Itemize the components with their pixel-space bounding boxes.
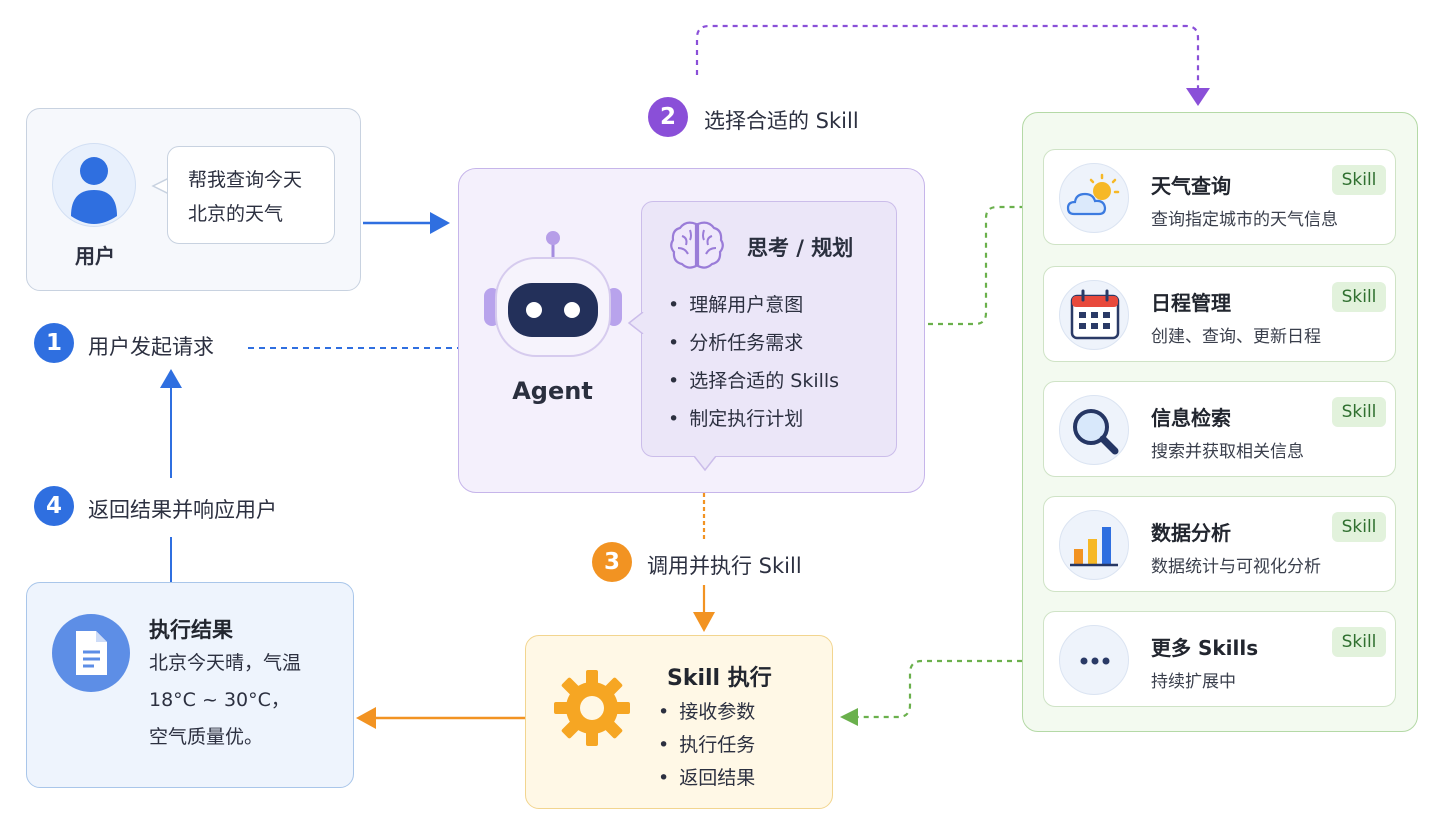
skill-badge: Skill [1332, 165, 1386, 195]
think-item: 制定执行计划 [668, 404, 839, 442]
agent-to-exec-arrow [693, 472, 715, 632]
step-3-badge: 3 [592, 542, 632, 582]
execution-list: 接收参数 执行任务 返回结果 [658, 698, 755, 797]
result-line: 北京今天晴，气温 [149, 652, 302, 674]
skill-name: 日程管理 [1151, 291, 1231, 315]
think-item: 理解用户意图 [668, 290, 839, 328]
execution-item: 执行任务 [658, 731, 755, 764]
think-box-tail [627, 312, 644, 334]
skill-card-more[interactable]: 更多 Skills 持续扩展中 Skill [1043, 611, 1396, 707]
step-2-text: 选择合适的 Skill [704, 109, 859, 133]
skill-desc: 查询指定城市的天气信息 [1151, 210, 1338, 230]
step-4-badge: 4 [34, 486, 74, 526]
skill-desc: 创建、查询、更新日程 [1151, 327, 1321, 347]
skill-desc: 持续扩展中 [1151, 672, 1236, 692]
think-box-bottom-tail [694, 456, 716, 472]
execution-item: 接收参数 [658, 698, 755, 731]
skill-name: 更多 Skills [1151, 636, 1259, 660]
execution-item: 返回结果 [658, 764, 755, 797]
result-line: 18°C ~ 30°C， [149, 689, 290, 711]
brain-icon [670, 221, 724, 269]
skill-badge: Skill [1332, 627, 1386, 657]
execution-title: Skill 执行 [667, 666, 772, 691]
document-icon [52, 614, 130, 692]
skill-name: 数据分析 [1151, 521, 1231, 545]
exec-to-result-arrow [356, 707, 525, 729]
result-line: 空气质量优。 [149, 726, 264, 748]
step-4-text: 返回结果并响应用户 [88, 498, 277, 522]
calendar-icon [1059, 280, 1129, 350]
skill-card-search[interactable]: 信息检索 搜索并获取相关信息 Skill [1043, 381, 1396, 477]
user-label: 用户 [75, 244, 115, 268]
step-3-text: 调用并执行 Skill [647, 554, 802, 578]
result-text: 北京今天晴，气温 18°C ~ 30°C， 空气质量优。 [149, 647, 301, 758]
result-title: 执行结果 [149, 618, 233, 642]
skill-to-exec-link [840, 659, 1022, 726]
user-avatar [52, 143, 136, 227]
request-line-2: 北京的天气 [188, 203, 284, 225]
gear-icon [554, 670, 630, 746]
skill-badge: Skill [1332, 282, 1386, 312]
step-1-text: 用户发起请求 [88, 335, 214, 359]
skill-desc: 数据统计与可视化分析 [1151, 557, 1321, 577]
agent-label: Agent [512, 377, 593, 405]
skill-badge: Skill [1332, 512, 1386, 542]
skill-card-weather[interactable]: 天气查询 查询指定城市的天气信息 Skill [1043, 149, 1396, 245]
weather-icon [1059, 163, 1129, 233]
think-item: 分析任务需求 [668, 328, 839, 366]
skill-badge: Skill [1332, 397, 1386, 427]
skill-card-analytics[interactable]: 数据分析 数据统计与可视化分析 Skill [1043, 496, 1396, 592]
skill-desc: 搜索并获取相关信息 [1151, 442, 1304, 462]
select-skill-arrow [695, 24, 1210, 106]
step-2-badge: 2 [648, 97, 688, 137]
step-1-badge: 1 [34, 323, 74, 363]
skill-card-calendar[interactable]: 日程管理 创建、查询、更新日程 Skill [1043, 266, 1396, 362]
search-icon [1059, 395, 1129, 465]
think-list: 理解用户意图 分析任务需求 选择合适的 Skills 制定执行计划 [668, 290, 839, 442]
skill-name: 信息检索 [1151, 406, 1231, 430]
user-to-agent-arrow [363, 212, 450, 234]
response-up-arrow [160, 369, 182, 582]
user-request-bubble: 帮我查询今天 北京的天气 [167, 146, 335, 244]
request-line-1: 帮我查询今天 [188, 169, 303, 191]
think-item: 选择合适的 Skills [668, 366, 839, 404]
bar-chart-icon [1059, 510, 1129, 580]
bubble-tail [151, 178, 169, 194]
skill-name: 天气查询 [1151, 174, 1231, 198]
think-title: 思考 / 规划 [747, 236, 854, 260]
user-icon [71, 157, 117, 224]
robot-icon [484, 231, 622, 357]
more-icon [1059, 625, 1129, 695]
